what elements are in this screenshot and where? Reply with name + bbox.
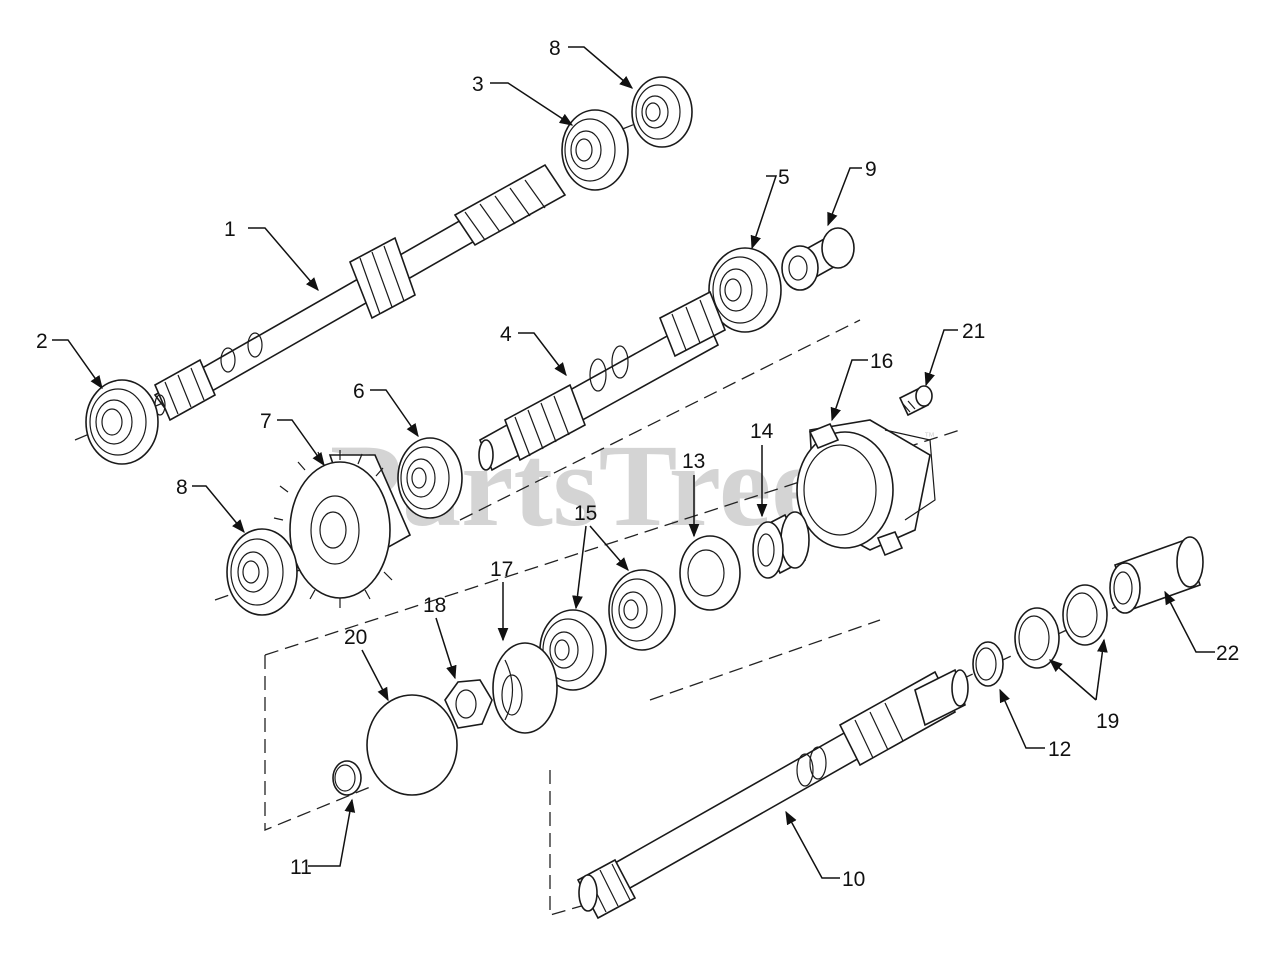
bearing-6 <box>397 437 463 519</box>
leader-lines <box>52 46 1215 879</box>
callout-20: 20 <box>344 626 367 649</box>
callout-2: 2 <box>36 330 48 353</box>
bearing-15-a <box>608 569 676 651</box>
shaft-1 <box>153 163 567 422</box>
bushing-14 <box>752 511 810 579</box>
bushing-9 <box>781 227 855 291</box>
washer-19-a <box>1062 584 1108 646</box>
bearing-8-lower <box>226 528 298 616</box>
callout-10: 10 <box>842 868 865 891</box>
callout-6: 6 <box>353 380 365 403</box>
ring-12 <box>972 641 1004 687</box>
bearing-3 <box>561 109 629 191</box>
callout-4: 4 <box>500 323 512 346</box>
callout-9: 9 <box>865 158 877 181</box>
bearing-8-top <box>631 76 693 148</box>
callout-7: 7 <box>260 410 272 433</box>
callout-11: 11 <box>290 856 312 879</box>
callout-13: 13 <box>682 450 705 473</box>
callout-21: 21 <box>962 320 985 343</box>
bushing-22 <box>1109 536 1204 614</box>
nut-18 <box>444 679 493 729</box>
callout-8-lower: 8 <box>176 476 188 499</box>
washer-13 <box>679 535 741 611</box>
callout-5: 5 <box>778 166 790 189</box>
shaft-10 <box>576 668 969 920</box>
callout-12: 12 <box>1048 738 1071 761</box>
housing-16 <box>796 419 936 557</box>
callout-1: 1 <box>224 218 236 241</box>
callout-labels: 1 2 3 4 5 6 7 8 8 9 10 11 12 13 14 15 16… <box>36 37 1239 891</box>
callout-3: 3 <box>472 73 484 96</box>
seal-17 <box>492 642 558 734</box>
callout-18: 18 <box>423 594 446 617</box>
callout-22: 22 <box>1216 642 1239 665</box>
callout-16: 16 <box>870 350 893 373</box>
callout-17: 17 <box>490 558 513 581</box>
callout-14: 14 <box>750 420 774 443</box>
svg-text:™: ™ <box>924 431 935 443</box>
callout-15: 15 <box>574 502 597 525</box>
shaft-4 <box>478 290 727 472</box>
bearing-5 <box>708 247 782 333</box>
ring-11 <box>332 760 362 796</box>
gasket-20 <box>366 694 458 796</box>
callout-8-top: 8 <box>549 37 561 60</box>
bearing-2 <box>85 379 159 465</box>
bearing-15-b <box>539 609 607 691</box>
gear-7 <box>273 450 412 608</box>
screw-21 <box>898 385 933 417</box>
callout-19: 19 <box>1096 710 1119 733</box>
washer-19-b <box>1014 607 1060 669</box>
